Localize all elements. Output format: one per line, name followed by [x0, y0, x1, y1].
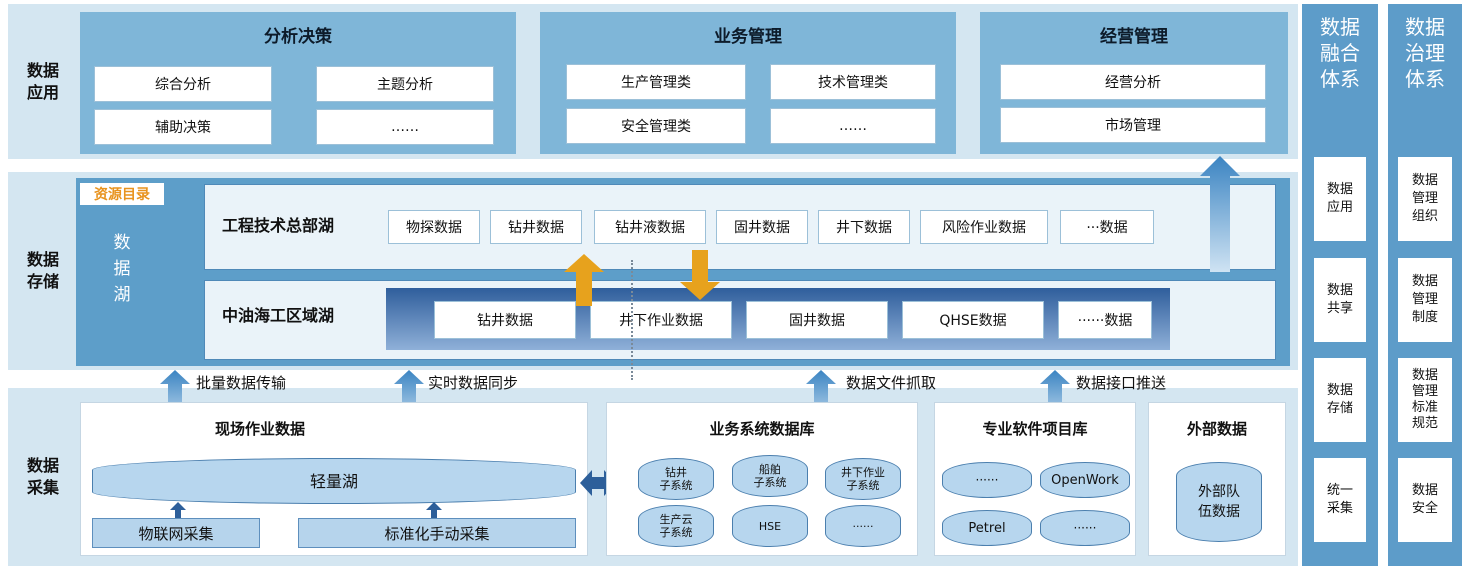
hq-lake-item: 井下数据 [818, 210, 910, 244]
software-db-title: 专业软件项目库 [982, 420, 1088, 438]
production-management-box: 生产管理类 [566, 64, 746, 100]
arrow-up-icon [426, 502, 442, 522]
iot-collection-box: 物联网采集 [92, 518, 260, 548]
light-lake-cylinder: 轻量湖 [92, 458, 576, 504]
business-db-cylinder: HSE [732, 505, 808, 547]
hq-lake-title: 工程技术总部湖 [222, 216, 335, 235]
governance-security-box: 数据 安全 [1398, 458, 1452, 542]
governance-standards-box: 数据 管理 标准 规范 [1398, 358, 1452, 442]
analysis-more-box: …… [316, 109, 494, 145]
arrow-up-icon [564, 254, 604, 306]
hq-lake-item: ···数据 [1060, 210, 1154, 244]
resource-catalog-tag: 资源目录 [80, 183, 164, 205]
business-db-title: 业务系统数据库 [709, 420, 815, 438]
batch-transfer-label: 批量数据传输 [196, 374, 287, 392]
business-db-cylinder: ······ [825, 505, 901, 547]
application-section-label: 数据 应用 [26, 60, 59, 102]
arrow-down-icon [680, 250, 720, 300]
business-db-cylinder: 船舶 子系统 [732, 455, 808, 497]
software-db-cylinder: ······ [942, 462, 1032, 498]
arrow-up-icon [170, 502, 186, 522]
governance-organization-box: 数据 管理 组织 [1398, 157, 1452, 241]
hq-lake-item: 钻井液数据 [594, 210, 706, 244]
field-data-title: 现场作业数据 [214, 420, 305, 438]
external-team-cylinder: 外部队 伍数据 [1176, 462, 1262, 542]
data-lake-label: 数 据 湖 [113, 233, 131, 305]
arrow-up-icon [394, 370, 424, 428]
arrow-up-icon [1200, 156, 1240, 272]
regional-lake-item: 固井数据 [746, 301, 888, 339]
operation-analysis-box: 经营分析 [1000, 64, 1266, 100]
collection-section-label: 数据 采集 [26, 456, 59, 497]
business-db-cylinder: 钻井 子系统 [638, 458, 714, 500]
fusion-collection-box: 统一 采集 [1314, 458, 1366, 542]
technical-management-box: 技术管理类 [770, 64, 936, 100]
market-management-box: 市场管理 [1000, 107, 1266, 143]
api-push-label: 数据接口推送 [1076, 374, 1167, 392]
fusion-storage-box: 数据 存储 [1314, 358, 1366, 442]
file-capture-label: 数据文件抓取 [846, 374, 937, 392]
business-db-cylinder: 井下作业 子系统 [825, 458, 901, 500]
regional-lake-item: ······数据 [1058, 301, 1152, 339]
governance-policy-box: 数据 管理 制度 [1398, 258, 1452, 342]
operation-management-title: 经营管理 [1100, 27, 1168, 47]
software-db-cylinder: Petrel [942, 510, 1032, 546]
business-db-cylinder: 生产云 子系统 [638, 505, 714, 547]
analysis-decision-title: 分析决策 [264, 27, 332, 47]
arrow-up-icon [160, 370, 190, 428]
storage-section-label: 数据 存储 [26, 250, 59, 291]
software-db-cylinder: ······ [1040, 510, 1130, 546]
fusion-application-box: 数据 应用 [1314, 157, 1366, 241]
hq-lake-item: 钻井数据 [490, 210, 582, 244]
manual-collection-box: 标准化手动采集 [298, 518, 576, 548]
hq-lake-item: 固井数据 [716, 210, 808, 244]
decision-support-box: 辅助决策 [94, 109, 272, 145]
realtime-sync-label: 实时数据同步 [428, 374, 519, 392]
arrow-up-icon [806, 370, 836, 428]
comprehensive-analysis-box: 综合分析 [94, 66, 272, 102]
hq-lake-item: 物探数据 [388, 210, 480, 244]
business-management-title: 业务管理 [714, 27, 782, 47]
business-more-box: …… [770, 108, 936, 144]
topic-analysis-box: 主题分析 [316, 66, 494, 102]
arrow-up-icon [1040, 370, 1070, 428]
safety-management-box: 安全管理类 [566, 108, 746, 144]
fusion-sharing-box: 数据 共享 [1314, 258, 1366, 342]
regional-lake-item: 井下作业数据 [590, 301, 732, 339]
external-data-title: 外部数据 [1186, 420, 1247, 438]
regional-lake-item: 钻井数据 [434, 301, 576, 339]
fusion-system-title: 数据 融合 体系 [1320, 15, 1360, 91]
software-db-cylinder: OpenWork [1040, 462, 1130, 498]
regional-lake-title: 中油海工区域湖 [222, 306, 335, 325]
governance-system-title: 数据 治理 体系 [1405, 15, 1445, 91]
regional-lake-item: QHSE数据 [902, 301, 1044, 339]
hq-lake-item: 风险作业数据 [920, 210, 1048, 244]
lake-divider-dots [631, 260, 633, 380]
